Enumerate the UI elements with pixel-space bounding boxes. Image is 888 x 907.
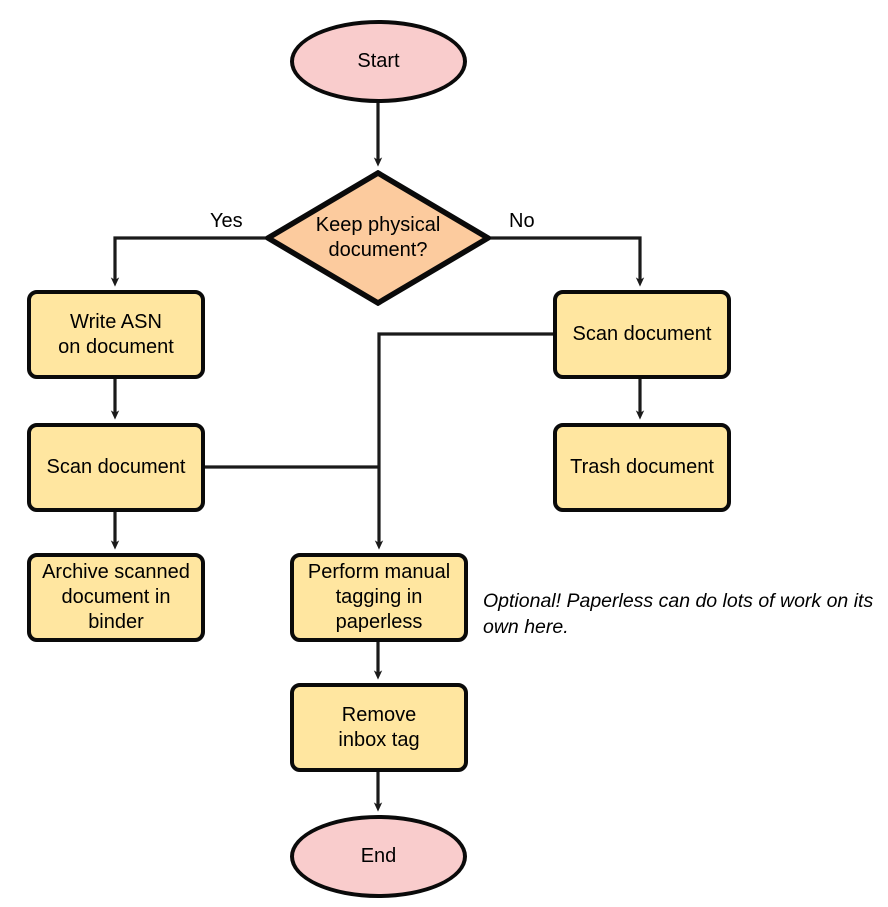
node-perform-manual-tagging-in-paperless[interactable]: Perform manual tagging in paperless — [290, 553, 468, 642]
node-scan-document-right[interactable]: Scan document — [553, 290, 731, 379]
edge-decision-no-to-scan-right — [491, 236, 645, 287]
node-write-asn-on-document[interactable]: Write ASN on document — [27, 290, 205, 379]
node-start[interactable]: Start — [290, 20, 467, 103]
node-write-asn-on-document-label: Write ASN on document — [58, 310, 174, 358]
node-trash-document[interactable]: Trash document — [553, 423, 731, 512]
node-keep-physical-document[interactable]: Keep physical document? — [265, 170, 491, 306]
diamond-shape — [265, 170, 491, 306]
edge-label-yes: Yes — [210, 210, 243, 232]
node-keep-physical-document-label: Keep physical document? — [315, 214, 441, 261]
edge-label-no: No — [509, 210, 535, 232]
node-archive-scanned-document-in-binder-label: Archive scanned document in binder — [42, 561, 190, 633]
edge-decision-yes-to-write-asn — [110, 236, 265, 287]
node-start-label: Start — [357, 50, 400, 72]
node-archive-scanned-document-in-binder[interactable]: Archive scanned document in binder — [27, 553, 205, 642]
node-scan-document-left[interactable]: Scan document — [27, 423, 205, 512]
node-end[interactable]: End — [290, 815, 467, 898]
node-scan-document-right-label: Scan document — [572, 323, 712, 345]
annotation-optional-note: Optional! Paperless can do lots of work … — [483, 590, 874, 638]
node-perform-manual-tagging-in-paperless-label: Perform manual tagging in paperless — [307, 561, 451, 633]
node-scan-document-left-label: Scan document — [46, 456, 186, 478]
node-trash-document-label: Trash document — [570, 456, 714, 478]
edge-scan-right-to-manual-tagging — [374, 332, 553, 550]
node-remove-inbox-tag-label: Remove inbox tag — [338, 703, 420, 751]
node-remove-inbox-tag[interactable]: Remove inbox tag — [290, 683, 468, 772]
node-end-label: End — [360, 845, 397, 867]
